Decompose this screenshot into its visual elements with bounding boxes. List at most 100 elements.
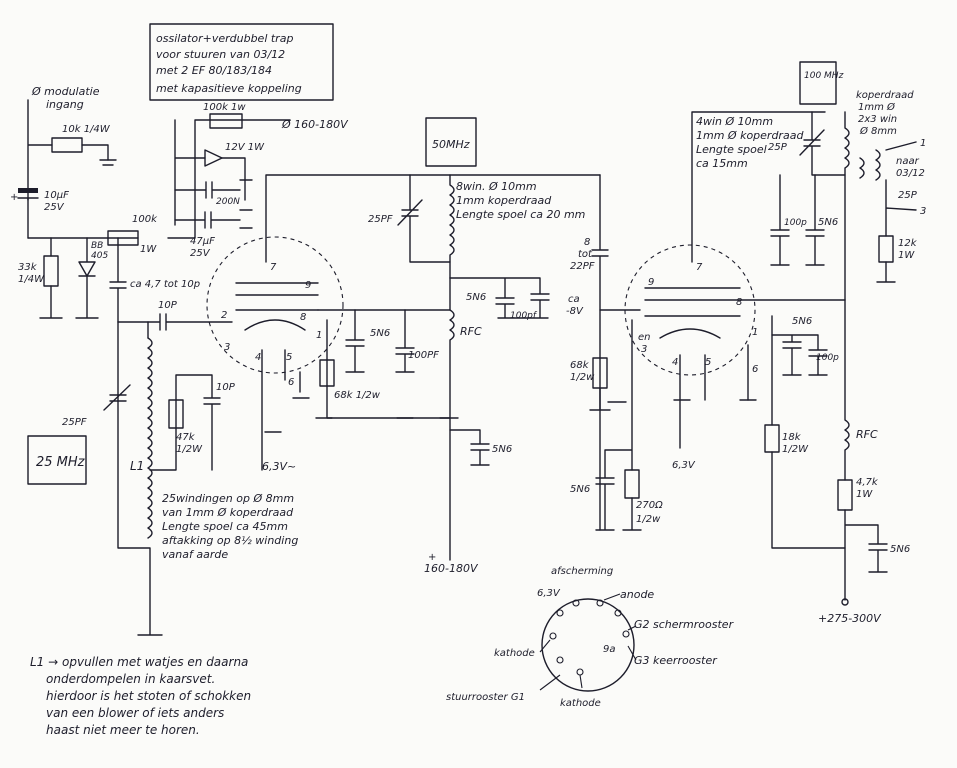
svg-text:4win Ø 10mm: 4win Ø 10mm	[696, 115, 773, 128]
svg-text:9a: 9a	[603, 644, 616, 655]
svg-text:5: 5	[286, 352, 292, 363]
svg-text:naar: naar	[896, 156, 920, 167]
svg-text:ca 4,7 tot 10p: ca 4,7 tot 10p	[130, 279, 200, 290]
svg-text:6,3V: 6,3V	[672, 460, 696, 471]
svg-text:12V 1W: 12V 1W	[225, 142, 265, 153]
svg-text:3: 3	[920, 206, 926, 217]
svg-text:1/2w: 1/2w	[570, 372, 595, 383]
svg-text:1/2W: 1/2W	[176, 444, 203, 455]
title-line-2: voor stuuren van 03/12	[156, 48, 285, 61]
svg-text:1W: 1W	[898, 250, 915, 261]
svg-text:405: 405	[91, 251, 108, 261]
svg-text:-8V: -8V	[566, 306, 584, 317]
resistor-12k	[878, 235, 894, 263]
svg-text:Ø 160-180V: Ø 160-180V	[281, 118, 349, 131]
svg-text:stuurrooster G1: stuurrooster G1	[446, 692, 525, 703]
resistor-10k	[51, 137, 83, 153]
svg-text:8win. Ø 10mm: 8win. Ø 10mm	[456, 180, 537, 193]
svg-text:5N6: 5N6	[570, 484, 590, 495]
svg-text:33k: 33k	[18, 262, 38, 273]
svg-text:2x3 win: 2x3 win	[858, 114, 897, 125]
svg-text:1mm koperdraad: 1mm koperdraad	[456, 194, 552, 207]
svg-text:8: 8	[300, 312, 306, 323]
svg-text:10µF: 10µF	[44, 190, 69, 201]
svg-text:L1: L1	[130, 459, 144, 473]
svg-text:Lengte spoel ca 45mm: Lengte spoel ca 45mm	[162, 520, 288, 533]
tube-2-envelope	[624, 244, 756, 376]
svg-text:5N6: 5N6	[792, 316, 812, 327]
svg-text:25windingen op Ø 8mm: 25windingen op Ø 8mm	[162, 492, 294, 505]
svg-text:25 MHz: 25 MHz	[36, 455, 86, 470]
svg-text:G2 schermrooster: G2 schermrooster	[634, 618, 735, 631]
svg-text:5N6: 5N6	[890, 544, 910, 555]
svg-text:ca: ca	[568, 294, 580, 305]
svg-text:afscherming: afscherming	[551, 566, 613, 577]
svg-text:1/4W: 1/4W	[18, 274, 45, 285]
coil-50mhz	[449, 174, 455, 279]
svg-text:G3 keerrooster: G3 keerrooster	[634, 654, 718, 667]
svg-text:25P: 25P	[768, 142, 788, 153]
svg-text:200N: 200N	[216, 197, 240, 207]
svg-text:RFC: RFC	[856, 428, 878, 441]
freq-box-100	[799, 61, 837, 105]
svg-text:+: +	[428, 552, 436, 563]
svg-text:100k 1w: 100k 1w	[203, 102, 246, 113]
svg-text:25PF: 25PF	[62, 417, 87, 428]
rfc-1	[449, 277, 455, 561]
svg-text:kathode: kathode	[560, 698, 601, 709]
svg-text:+275-300V: +275-300V	[818, 612, 882, 625]
svg-text:6: 6	[752, 364, 758, 375]
svg-text:47µF: 47µF	[190, 236, 215, 247]
svg-text:8: 8	[736, 297, 742, 308]
svg-text:+: +	[10, 192, 18, 203]
rfc-2	[844, 299, 850, 481]
svg-text:25PF: 25PF	[368, 214, 393, 225]
resistor-100k	[107, 230, 139, 246]
tube-pinout-circle	[541, 598, 635, 692]
resistor-100k-1w	[209, 113, 243, 129]
svg-text:5N6: 5N6	[492, 444, 512, 455]
svg-text:2: 2	[221, 310, 227, 321]
svg-text:100p: 100p	[784, 218, 807, 228]
resistor-33k	[43, 255, 59, 287]
svg-text:1W: 1W	[140, 244, 157, 255]
svg-text:6,3V: 6,3V	[537, 588, 561, 599]
svg-text:4,7k: 4,7k	[856, 477, 879, 488]
svg-text:100 MHz: 100 MHz	[804, 71, 844, 81]
svg-text:haast niet meer te horen.: haast niet meer te horen.	[46, 723, 200, 737]
svg-text:270Ω: 270Ω	[636, 500, 663, 511]
svg-text:6,3V~: 6,3V~	[262, 460, 296, 473]
svg-text:Lengte spoel ca 20 mm: Lengte spoel ca 20 mm	[456, 208, 585, 221]
freq-box-50	[425, 117, 477, 167]
svg-text:BB: BB	[91, 241, 103, 251]
svg-text:25V: 25V	[190, 248, 211, 259]
svg-text:kathode: kathode	[494, 648, 535, 659]
svg-text:5N6: 5N6	[818, 217, 838, 228]
resistor-18k	[764, 424, 780, 453]
svg-text:10P: 10P	[158, 300, 178, 311]
svg-text:1: 1	[752, 327, 758, 338]
resistor-68k-1	[319, 359, 335, 387]
svg-text:1: 1	[316, 330, 322, 341]
svg-text:68k: 68k	[570, 360, 590, 371]
title-line-4: met kapasitieve koppeling	[156, 82, 302, 95]
svg-text:9: 9	[305, 280, 311, 291]
title-box	[149, 23, 334, 101]
svg-text:4: 4	[672, 357, 678, 368]
svg-text:8: 8	[584, 237, 590, 248]
svg-text:koperdraad: koperdraad	[856, 90, 914, 101]
svg-text:L1 → opvullen met watjes en da: L1 → opvullen met watjes en daarna	[30, 655, 248, 669]
svg-text:100PF: 100PF	[408, 350, 439, 361]
svg-text:5N6: 5N6	[466, 292, 486, 303]
svg-text:aftakking op 8½ winding: aftakking op 8½ winding	[162, 534, 298, 547]
svg-text:100p: 100p	[816, 353, 839, 363]
svg-text:68k 1/2w: 68k 1/2w	[334, 390, 381, 401]
svg-text:12k: 12k	[898, 238, 918, 249]
tube-1-envelope	[206, 236, 344, 374]
svg-text:47k: 47k	[176, 432, 196, 443]
svg-text:van een blower of iets anders: van een blower of iets anders	[46, 706, 224, 720]
svg-text:1/2w: 1/2w	[636, 514, 661, 525]
svg-text:van 1mm Ø koperdraad: van 1mm Ø koperdraad	[162, 506, 294, 519]
svg-text:100k: 100k	[132, 214, 158, 225]
svg-text:7: 7	[696, 262, 703, 273]
